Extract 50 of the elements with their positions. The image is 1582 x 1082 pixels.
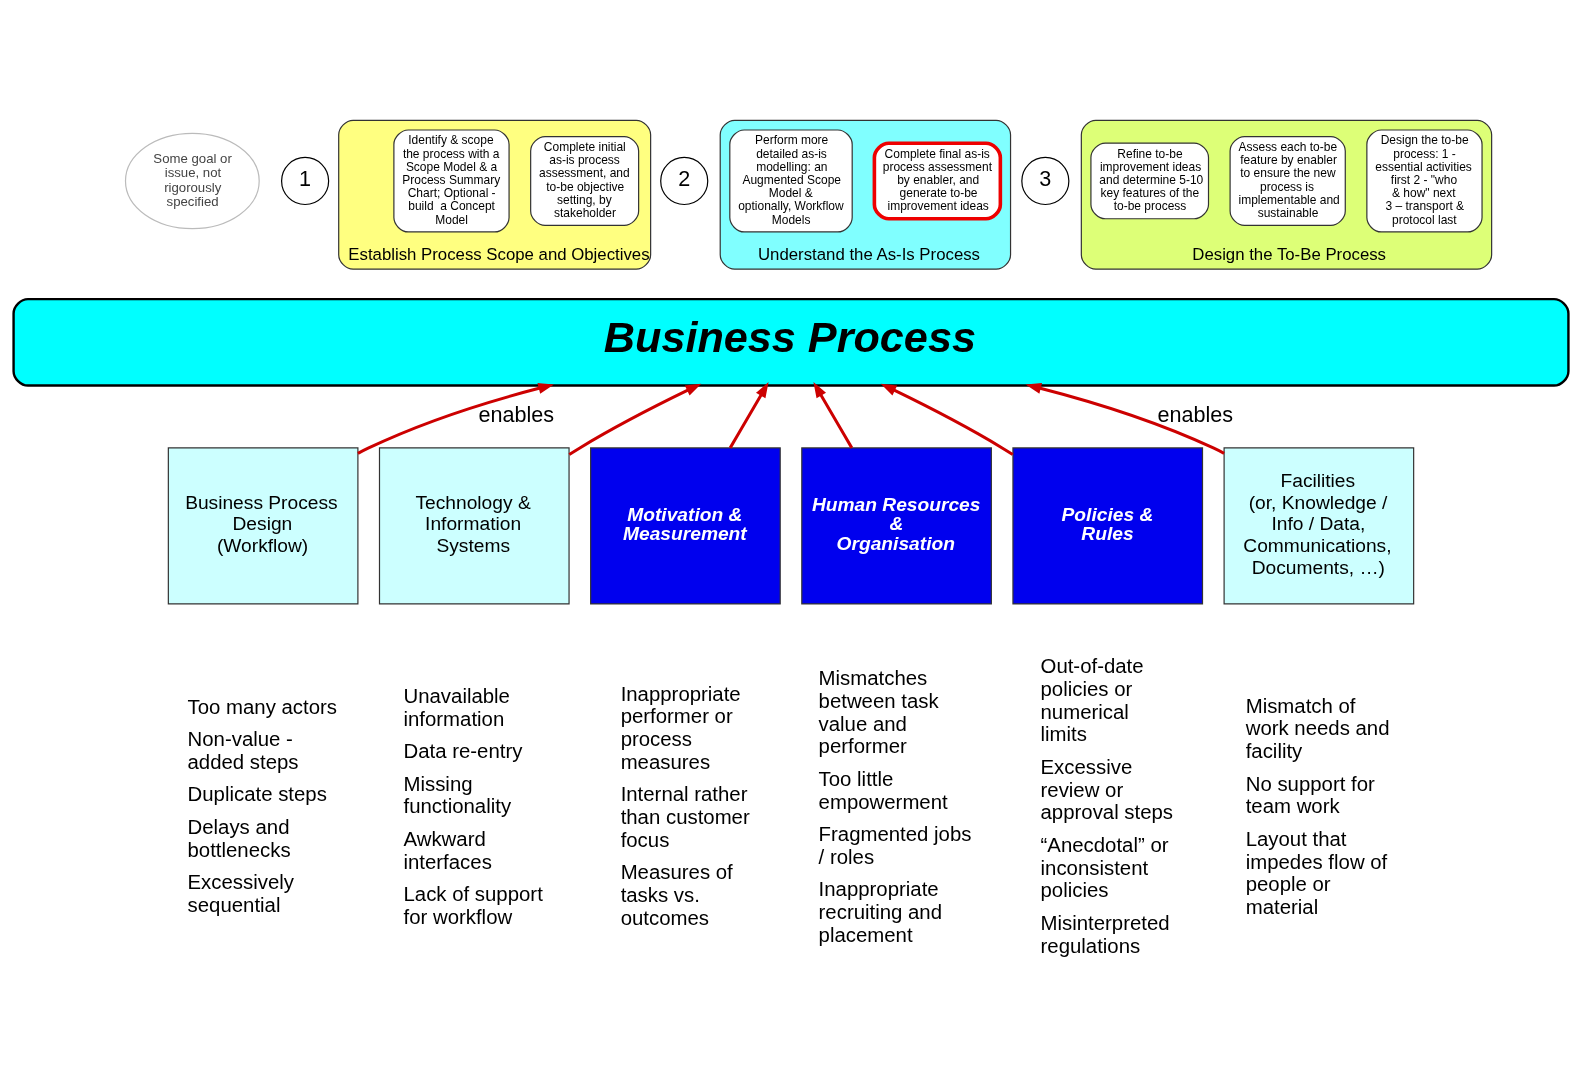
node-label: Measures of tasks vs. outcomes — [620, 860, 733, 929]
node-label: Misinterpreted regulations — [1040, 911, 1170, 957]
node-label: Delays and bottlenecks — [187, 815, 291, 861]
node-circle: 3 — [1021, 156, 1070, 205]
node-label: Excessive review or approval steps — [1040, 755, 1174, 823]
arrow — [728, 381, 769, 449]
node-box: Business Process — [12, 297, 1570, 387]
node-circle: 2 — [660, 156, 709, 205]
node-box: Complete initial as-is process assessment, and to-be objective setting, by stakeholder — [530, 135, 640, 226]
arrow — [357, 382, 554, 455]
node-label: Unavailable information — [403, 684, 510, 730]
node-box: Refine to-be improvement ideas and determine 5-10 key features of the to-be process — [1090, 142, 1210, 219]
node-label: No support for team work — [1245, 772, 1375, 817]
node-ellipse: Some goal or issue, not rigorously specified — [124, 132, 260, 229]
node-label: Inappropriate performer or process measures — [620, 682, 741, 773]
node-label: Too many actors — [187, 695, 338, 718]
node-box: Complete final as-is process assessment by enabler, and generate to-be improvement ideas — [872, 140, 1003, 221]
node-label: Fragmented jobs / roles — [818, 822, 972, 868]
node-label: Layout that impedes flow of people or material — [1245, 827, 1388, 918]
node-label: Out-of-date policies or numerical limits — [1040, 654, 1144, 745]
node-box: Assess each to-be feature by enabler to ensure the new process is implementable and sustainable — [1229, 135, 1346, 226]
node-label: Inappropriate recruiting and placement — [818, 877, 943, 946]
node-label: Too little empowerment — [818, 767, 948, 813]
node-box: Policies & Rules — [1012, 446, 1204, 604]
node-box: Technology & Information Systems — [378, 446, 570, 604]
node-label: “Anecdotal” or inconsistent policies — [1040, 833, 1169, 901]
arrow — [1025, 382, 1225, 455]
arrow — [813, 381, 854, 449]
node-label: Internal rather than customer focus — [620, 782, 750, 851]
node-box: Motivation & Measurement — [590, 446, 781, 604]
edge-label: enables — [1157, 401, 1234, 427]
arrow — [568, 383, 702, 456]
node-label: Mismatches between task value and performer — [818, 666, 939, 757]
edge-label: enables — [478, 401, 555, 427]
node-label: Mismatch of work needs and facility — [1245, 694, 1390, 762]
arrow — [880, 383, 1014, 456]
node-box: Design the to-be process: 1 - essential activities first 2 - "who & how" next 3 – transport & protocol last — [1366, 128, 1483, 233]
node-label: Duplicate steps — [187, 782, 327, 805]
node-label: Missing functionality — [403, 772, 512, 817]
node-box: Business Process Design (Workflow) — [167, 446, 359, 604]
node-label: Non-value - added steps — [187, 727, 299, 773]
node-label: Awkward interfaces — [403, 827, 492, 873]
node-box: Facilities (or, Knowledge / Info / Data, Communications, Documents, …) — [1223, 446, 1415, 604]
node-box: Perform more detailed as-is modelling: an Augmented Scope Model & optionally, Workflow Models — [729, 128, 853, 233]
node-label: Data re-entry — [403, 739, 523, 762]
node-label: Excessively sequential — [187, 870, 294, 916]
node-label: Lack of support for workflow — [403, 882, 543, 928]
node-box: Human Resources & Organisation — [801, 446, 992, 604]
node-box: Identify & scope the process with a Scope Model & a Process Summary Chart; Optional - build a Concept Model — [393, 128, 510, 233]
node-circle: 1 — [281, 156, 330, 205]
